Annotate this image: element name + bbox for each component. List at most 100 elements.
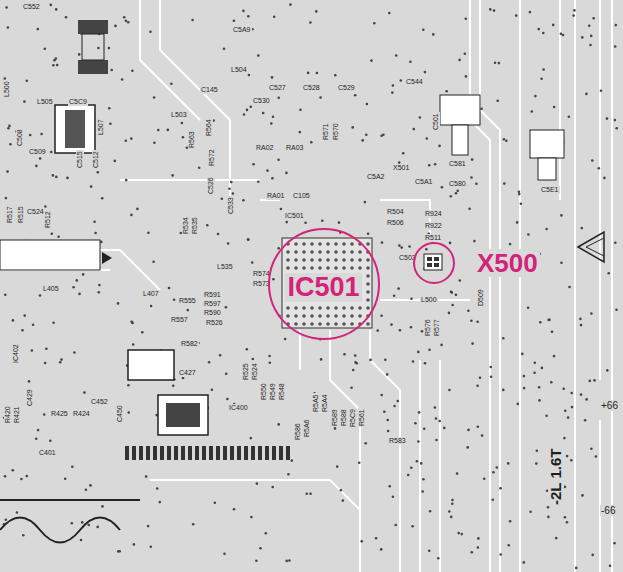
via-dot [466,446,469,449]
bga-ball [294,258,298,262]
via-dot [434,163,437,166]
bga-ball [310,242,314,246]
part-label: L505 [36,98,54,106]
via-dot [536,449,539,452]
via-dot [364,442,367,445]
via-dot [499,553,502,556]
via-dot [477,546,480,549]
via-dot [366,103,369,106]
via-dot [26,80,29,83]
bga-ball [366,266,370,270]
via-dot [589,44,592,47]
via-dot [130,321,133,324]
part-label: C512 [92,150,100,169]
via-dot [351,126,354,129]
part-label: L507 [97,118,105,136]
via-dot [562,387,565,390]
via-dot [422,28,425,31]
via-dot [570,392,573,395]
part-label: L405 [42,285,60,293]
callout-circle: IC501 [268,228,380,340]
via-dot [125,179,128,182]
via-dot [187,309,190,312]
via-dot [400,246,403,249]
via-dot [306,493,309,496]
via-dot [182,136,185,139]
via-dot [606,117,609,120]
bga-ball [318,258,322,262]
via-dot [614,119,617,122]
via-dot [321,220,324,223]
connector-pin [139,446,143,460]
via-dot [266,169,269,172]
via-dot [381,241,384,244]
via-dot [422,478,425,481]
via-dot [299,108,302,111]
via-dot [591,159,594,162]
via-dot [265,532,268,535]
via-dot [127,21,130,24]
via-dot [334,74,337,77]
via-dot [130,214,133,217]
via-dot [564,516,567,519]
via-dot [448,510,451,513]
via-dot [4,475,7,478]
part-label: R506 [386,219,405,227]
via-dot [101,197,104,200]
bga-ball [366,298,370,302]
via-dot [428,550,431,553]
via-dot [12,469,15,472]
via-dot [208,361,211,364]
part-label: L504 [230,66,248,74]
via-dot [223,553,226,556]
via-dot [496,466,499,469]
bga-ball [286,242,290,246]
via-dot [97,171,100,174]
part-label: L407 [142,290,160,298]
via-dot [94,232,97,235]
part-label: RA03 [285,144,305,152]
via-dot [277,159,280,162]
via-dot [545,228,548,231]
via-dot [37,429,40,432]
via-dot [567,416,570,419]
via-dot [171,174,174,177]
via-dot [419,116,422,119]
bga-ball [350,250,354,254]
connector-pin [153,446,157,460]
part-label: R524 [251,362,259,381]
via-dot [370,59,373,62]
via-dot [471,551,474,554]
via-dot [287,473,290,476]
bga-ball [318,242,322,246]
via-dot [228,187,231,190]
via-dot [315,10,318,13]
part-label: R526 [205,319,224,327]
via-dot [39,294,42,297]
via-dot [132,343,135,346]
via-dot [145,475,148,478]
via-dot [361,139,364,142]
via-dot [606,369,609,372]
via-dot [399,329,402,332]
via-dot [572,14,575,17]
part-label: R577 [433,318,441,337]
via-dot [60,358,63,361]
via-dot [247,238,250,241]
via-dot [192,523,195,526]
via-dot [64,477,67,480]
via-dot [272,278,275,281]
part-label: R588 [340,408,348,427]
via-dot [494,62,497,65]
via-dot [416,460,419,463]
via-dot [271,486,274,489]
part-label: C509 [28,148,47,156]
via-dot [98,284,101,287]
via-dot [39,157,42,160]
part-label: C581 [448,160,467,168]
via-dot [167,129,170,132]
via-dot [420,462,423,465]
via-dot [564,410,567,413]
via-dot [271,177,274,180]
via-dot [191,19,194,22]
